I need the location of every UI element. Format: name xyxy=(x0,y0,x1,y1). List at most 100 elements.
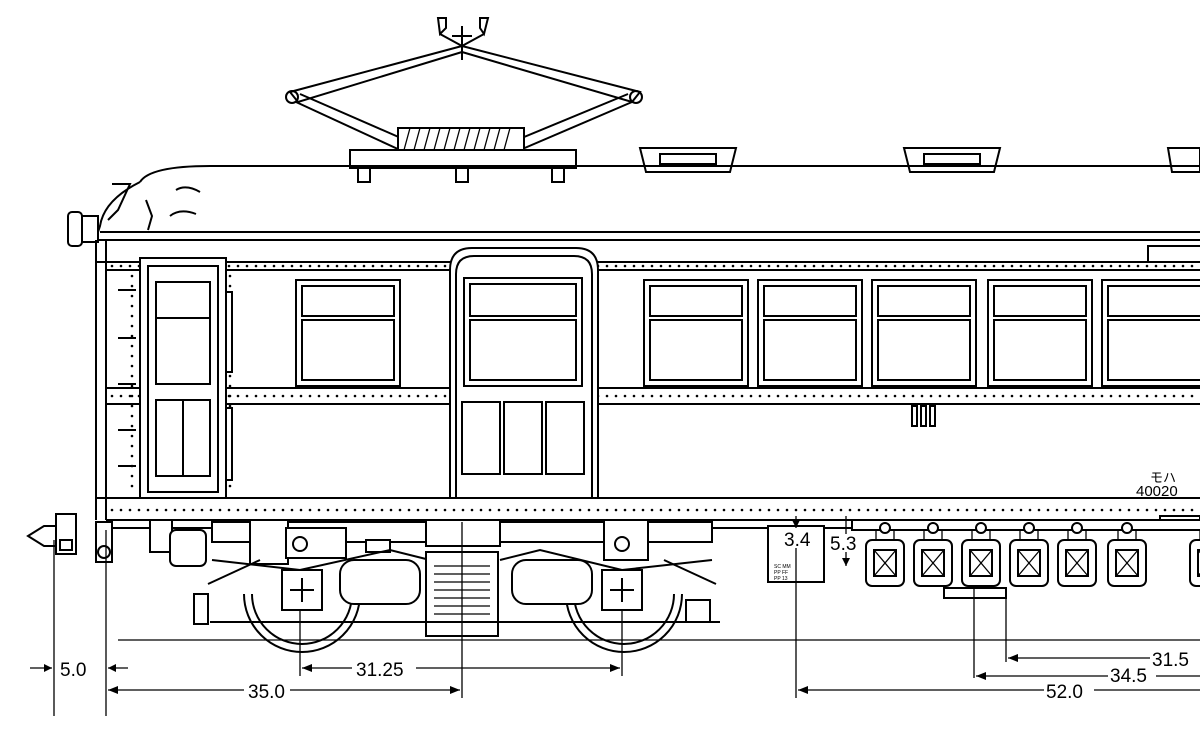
rivet xyxy=(1136,264,1140,268)
rivet xyxy=(749,394,753,398)
rivet xyxy=(875,394,879,398)
rivet xyxy=(695,508,699,512)
rivet xyxy=(920,508,924,512)
rivet xyxy=(524,508,528,512)
rivet xyxy=(785,264,789,268)
resistor-cross xyxy=(1017,549,1041,577)
rivet xyxy=(443,264,447,268)
rivet xyxy=(965,508,969,512)
rivet xyxy=(767,264,771,268)
rivet xyxy=(1019,264,1023,268)
rivet xyxy=(130,324,134,328)
rivet xyxy=(155,508,159,512)
rivet xyxy=(130,354,134,358)
rivet xyxy=(821,264,825,268)
rivet xyxy=(965,394,969,398)
rivet xyxy=(245,394,249,398)
rivet xyxy=(1037,264,1041,268)
rivet xyxy=(254,394,258,398)
rivet xyxy=(335,264,339,268)
rivet xyxy=(812,508,816,512)
rivet xyxy=(128,394,132,398)
rivet xyxy=(812,264,816,268)
rivet xyxy=(794,508,798,512)
rivet xyxy=(227,508,231,512)
window-lower-sash xyxy=(763,319,857,381)
rivet xyxy=(407,508,411,512)
rivet xyxy=(281,394,285,398)
rivet xyxy=(956,264,960,268)
rivet xyxy=(839,508,843,512)
rivet xyxy=(1118,508,1122,512)
rivet xyxy=(130,384,134,388)
rivet xyxy=(893,394,897,398)
rivet xyxy=(416,394,420,398)
rivet xyxy=(110,508,114,512)
rivet xyxy=(965,264,969,268)
rivet xyxy=(983,508,987,512)
rivet xyxy=(130,314,134,318)
resistor-cross xyxy=(873,549,897,577)
car-body: モハ 40020 xyxy=(95,240,1200,521)
resistor-cross xyxy=(1065,549,1089,577)
rivet xyxy=(749,508,753,512)
rivet xyxy=(560,508,564,512)
rivet xyxy=(130,344,134,348)
rivet xyxy=(1028,264,1032,268)
equipment-box-line1: SC MM xyxy=(774,564,791,570)
rivet xyxy=(479,508,483,512)
rivet xyxy=(911,264,915,268)
rivet xyxy=(371,394,375,398)
rivet xyxy=(641,394,645,398)
rivet xyxy=(398,264,402,268)
rivet xyxy=(1037,394,1041,398)
window-upper-sash xyxy=(649,285,743,317)
rivet xyxy=(1136,508,1140,512)
rivet xyxy=(668,264,672,268)
rivet xyxy=(929,508,933,512)
rivet xyxy=(1172,508,1176,512)
rivet xyxy=(443,394,447,398)
rivet xyxy=(722,264,726,268)
rivet xyxy=(130,304,134,308)
rivet xyxy=(497,508,501,512)
end-door xyxy=(139,257,233,499)
rivet xyxy=(713,264,717,268)
dim-equipment-c: 52.0 xyxy=(1046,682,1083,703)
rivet xyxy=(992,264,996,268)
rivet xyxy=(434,264,438,268)
rivet xyxy=(623,394,627,398)
rivet xyxy=(130,454,134,458)
rivet xyxy=(1028,394,1032,398)
rivet xyxy=(821,394,825,398)
rivet xyxy=(299,264,303,268)
rivet xyxy=(1100,264,1104,268)
rivet xyxy=(848,264,852,268)
rivet xyxy=(130,374,134,378)
rivet xyxy=(228,394,232,398)
rivet xyxy=(137,508,141,512)
rivet xyxy=(1046,508,1050,512)
rivet xyxy=(130,444,134,448)
rivet xyxy=(677,508,681,512)
rivet xyxy=(1019,508,1023,512)
rivet xyxy=(1109,508,1113,512)
rivet xyxy=(1127,264,1131,268)
rivet xyxy=(398,394,402,398)
resistor-cross xyxy=(1115,549,1139,577)
rivet xyxy=(130,404,134,408)
roof-ventilator xyxy=(902,147,1002,173)
rivet xyxy=(182,508,186,512)
rivet xyxy=(704,394,708,398)
rivet xyxy=(425,508,429,512)
rivet xyxy=(236,508,240,512)
rivet xyxy=(1145,264,1149,268)
rivet xyxy=(884,394,888,398)
rivet xyxy=(1145,394,1149,398)
rivet xyxy=(731,508,735,512)
rivet xyxy=(130,434,134,438)
rivet xyxy=(1091,394,1095,398)
rivet xyxy=(1001,394,1005,398)
rivet xyxy=(830,508,834,512)
window-lower-sash xyxy=(877,319,971,381)
